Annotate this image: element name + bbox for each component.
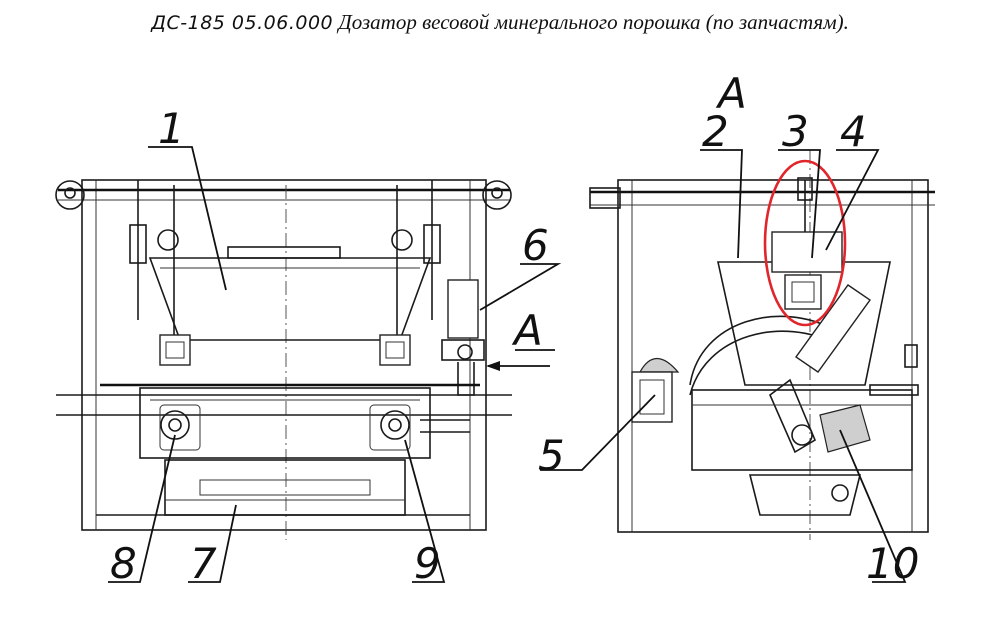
weighing-box — [139, 387, 431, 459]
valve-cap — [638, 357, 680, 373]
callout-7: 7 — [190, 539, 217, 588]
side-view-a — [589, 150, 935, 540]
lifting-lug-left — [55, 180, 85, 210]
discharge-trough — [164, 459, 406, 516]
hopper — [148, 257, 432, 341]
leader-lines — [108, 146, 907, 583]
side-chute — [748, 474, 862, 516]
drawing-title: ДС-185 05.06.000 Дозатор весовой минерал… — [0, 10, 1000, 35]
air-hose — [689, 315, 836, 386]
load-cell-right — [379, 334, 411, 366]
callout-9: 9 — [414, 539, 441, 588]
drawing-code: ДС-185 05.06.000 — [151, 12, 334, 34]
callout-5: 5 — [538, 431, 565, 480]
arrow-label-a: А — [511, 306, 543, 355]
callout-8: 8 — [110, 539, 137, 588]
callout-1: 1 — [158, 104, 185, 153]
load-cell-4 — [771, 231, 843, 273]
drawing-caption: Дозатор весовой минерального порошка (по… — [338, 10, 849, 34]
front-frame — [81, 179, 487, 531]
callout-10: 10 — [866, 539, 919, 588]
callout-6: 6 — [522, 221, 549, 270]
side-frame — [617, 179, 929, 533]
highlight-ellipse — [763, 159, 847, 327]
front-view — [55, 179, 512, 540]
pneumatic-cylinder — [795, 284, 871, 373]
load-cell-left — [159, 334, 191, 366]
lifting-lug-right — [482, 180, 512, 210]
sensor-10 — [819, 404, 871, 453]
callout-2: 2 — [702, 107, 729, 156]
side-weighing-box — [691, 389, 913, 471]
callout-4: 4 — [840, 107, 867, 156]
view-label-a: А — [715, 69, 747, 118]
sensor-6 — [447, 279, 479, 339]
callout-3: 3 — [782, 107, 809, 156]
